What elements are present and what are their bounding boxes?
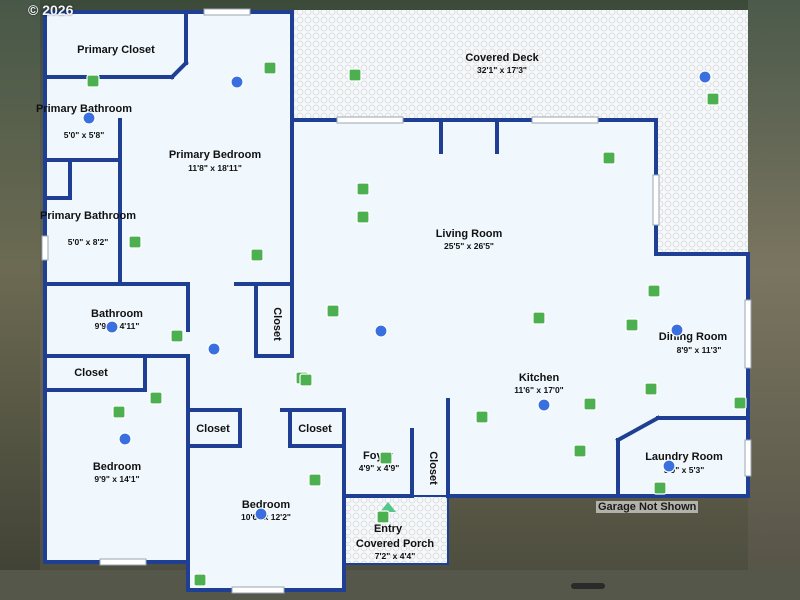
panorama-marker[interactable] xyxy=(105,320,119,334)
photo-markers xyxy=(86,61,747,587)
copyright-text: © 2026 xyxy=(28,2,74,18)
photo-marker[interactable] xyxy=(733,396,747,410)
room-kitchen-dims: 11'6" x 17'0" xyxy=(514,385,563,395)
panorama-marker[interactable] xyxy=(230,75,244,89)
porch-edge xyxy=(343,495,449,565)
panorama-marker[interactable] xyxy=(207,342,221,356)
room-covered-deck-label: Covered Deck xyxy=(465,52,539,64)
panorama-marker[interactable] xyxy=(662,459,676,473)
photo-marker[interactable] xyxy=(379,451,393,465)
room-primary-closet-label: Primary Closet xyxy=(77,44,155,56)
photo-marker[interactable] xyxy=(193,573,207,587)
photo-marker[interactable] xyxy=(706,92,720,106)
panorama-marker[interactable] xyxy=(374,324,388,338)
photo-marker[interactable] xyxy=(625,318,639,332)
room-closet-a-label: Closet xyxy=(196,423,230,435)
room-bedroom1-dims: 9'9" x 14'1" xyxy=(94,474,139,484)
room-living-room-dims: 25'5" x 26'5" xyxy=(444,241,494,251)
photo-marker[interactable] xyxy=(376,510,390,524)
panorama-marker[interactable] xyxy=(118,432,132,446)
room-closet-b-label: Closet xyxy=(298,423,332,435)
room-primary-bath2-label: Primary Bathroom xyxy=(40,210,136,222)
room-primary-bath2-dims: 5'0" x 8'2" xyxy=(68,237,108,247)
garage-note: Garage Not Shown xyxy=(596,501,699,513)
room-closet-hall-label: Closet xyxy=(271,307,283,341)
photo-marker[interactable] xyxy=(356,210,370,224)
panorama-marker[interactable] xyxy=(698,70,712,84)
photo-marker[interactable] xyxy=(170,329,184,343)
photo-marker[interactable] xyxy=(653,481,667,495)
room-entry-porch-dims: 7'2" x 4'4" xyxy=(375,551,415,561)
panorama-marker[interactable] xyxy=(82,111,96,125)
photo-marker[interactable] xyxy=(583,397,597,411)
photo-marker[interactable] xyxy=(647,284,661,298)
room-entry-label: Entry xyxy=(374,523,403,535)
photo-marker[interactable] xyxy=(532,311,546,325)
background-left xyxy=(0,0,40,600)
panorama-marker[interactable] xyxy=(670,323,684,337)
photo-marker[interactable] xyxy=(112,405,126,419)
photo-marker[interactable] xyxy=(348,68,362,82)
room-kitchen-label: Kitchen xyxy=(519,372,560,384)
photo-marker[interactable] xyxy=(149,391,163,405)
room-laundry-label: Laundry Room xyxy=(645,451,723,463)
panorama-markers xyxy=(82,70,712,521)
room-closet-foyer-label: Closet xyxy=(427,451,439,485)
entry-porch-surface xyxy=(344,497,448,563)
room-bedroom2-label: Bedroom xyxy=(242,499,291,511)
entry-arrow-icon xyxy=(380,502,396,512)
photo-marker[interactable] xyxy=(128,235,142,249)
photo-marker[interactable] xyxy=(263,61,277,75)
room-closet-left-label: Closet xyxy=(74,367,108,379)
scroll-handle[interactable] xyxy=(571,583,605,589)
room-bathroom-label: Bathroom xyxy=(91,308,143,320)
photo-marker[interactable] xyxy=(356,182,370,196)
covered-deck-surface xyxy=(292,10,748,120)
room-covered-porch-label: Covered Porch xyxy=(356,538,435,550)
interior-floor xyxy=(45,12,748,588)
room-dining-room-dims: 8'9" x 11'3" xyxy=(677,345,722,355)
photo-marker[interactable] xyxy=(326,304,340,318)
photo-marker[interactable] xyxy=(308,473,322,487)
room-laundry-dims: 5'9" x 5'3" xyxy=(664,465,704,475)
photo-marker[interactable] xyxy=(86,74,100,88)
room-living-room-label: Living Room xyxy=(436,228,503,240)
room-primary-bedroom-dims: 11'8" x 18'11" xyxy=(188,163,242,173)
photo-marker[interactable] xyxy=(573,444,587,458)
photo-marker[interactable] xyxy=(602,151,616,165)
photo-marker[interactable] xyxy=(644,382,658,396)
room-covered-deck-dims: 32'1" x 17'3" xyxy=(477,65,527,75)
room-primary-bath1-label: Primary Bathroom xyxy=(36,103,132,115)
covered-deck-surface-side xyxy=(656,118,748,254)
background-right xyxy=(748,0,800,600)
room-primary-bedroom-label: Primary Bedroom xyxy=(169,149,262,161)
room-foyer-dims: 4'9" x 4'9" xyxy=(359,463,399,473)
photo-marker[interactable] xyxy=(250,248,264,262)
windows xyxy=(41,8,752,594)
background-bottom xyxy=(0,570,800,600)
room-dining-room-label: Dining Room xyxy=(659,331,728,343)
room-bedroom1-label: Bedroom xyxy=(93,461,142,473)
panorama-marker[interactable] xyxy=(537,398,551,412)
photo-marker[interactable] xyxy=(299,373,313,387)
photo-marker[interactable] xyxy=(475,410,489,424)
panorama-marker[interactable] xyxy=(254,507,268,521)
room-primary-bath1-dims: 5'0" x 5'8" xyxy=(64,130,104,140)
